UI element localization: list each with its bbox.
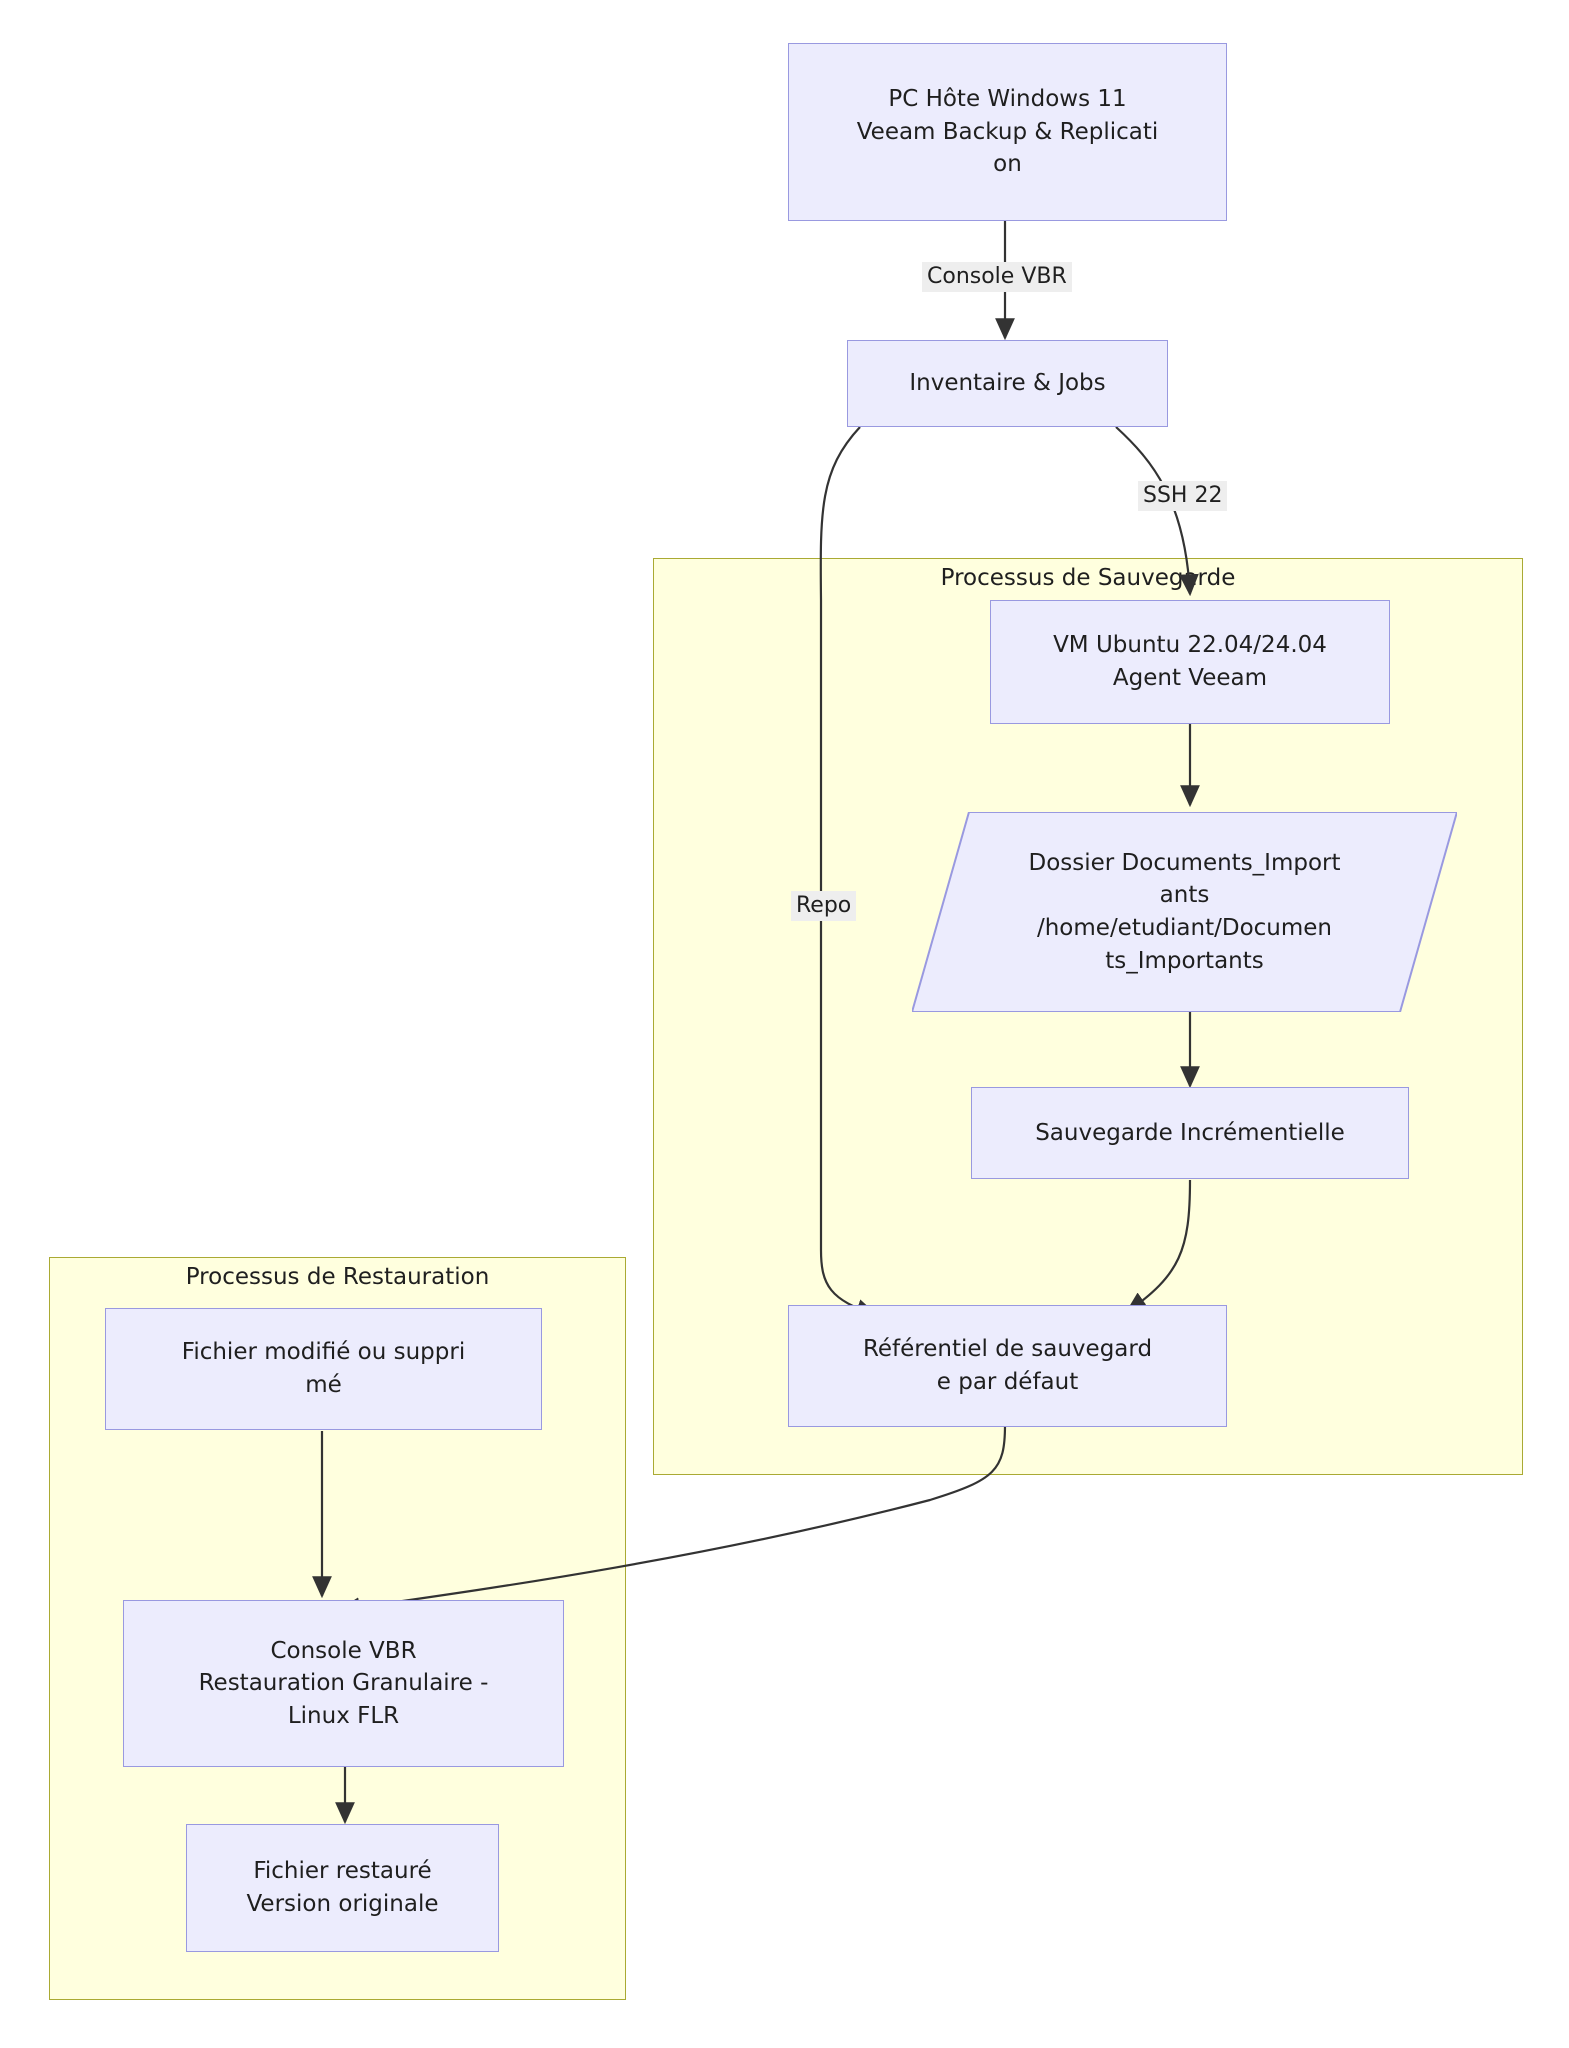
node-label: Dossier Documents_Import ants /home/etud…: [1028, 847, 1340, 978]
node-line: /home/etudiant/Documen: [1036, 915, 1332, 941]
node-console-vbr-restauration-granulaire[interactable]: Console VBR Restauration Granulaire - Li…: [123, 1600, 564, 1767]
node-label: Fichier modifié ou suppri mé: [106, 1336, 541, 1401]
node-line: Fichier modifié ou suppri: [181, 1339, 466, 1366]
node-line: Dossier Documents_Import: [1028, 849, 1341, 876]
edge-label-ssh-22: SSH 22: [1138, 481, 1228, 512]
node-line: PC Hôte Windows 11: [888, 86, 1127, 113]
node-line: ants: [1159, 882, 1210, 909]
cluster-title-sauvegarde: Processus de Sauvegarde: [940, 565, 1236, 591]
node-line: e par défaut: [936, 1369, 1079, 1395]
node-label: VM Ubuntu 22.04/24.04 Agent Veeam: [991, 629, 1389, 694]
node-line: Linux FLR: [287, 1702, 400, 1729]
node-line: Restauration Granulaire -: [198, 1670, 489, 1697]
node-label: PC Hôte Windows 11 Veeam Backup & Replic…: [789, 83, 1226, 181]
node-line: on: [993, 151, 1022, 178]
parallelogram-shape: [912, 812, 1457, 1012]
node-pc-hote-windows-11[interactable]: PC Hôte Windows 11 Veeam Backup & Replic…: [788, 43, 1227, 221]
node-line: Sauvegarde Incrémentielle: [1035, 1119, 1345, 1146]
node-fichier-modifie-ou-supprime[interactable]: Fichier modifié ou suppri mé: [105, 1308, 542, 1430]
node-label: Sauvegarde Incrémentielle: [972, 1117, 1408, 1150]
node-label: Référentiel de sauvegard e par défaut: [789, 1333, 1226, 1398]
node-label-wrap: Dossier Documents_Import ants /home/etud…: [912, 812, 1457, 1012]
node-referentiel-de-sauvegarde-par-defaut[interactable]: Référentiel de sauvegard e par défaut: [788, 1305, 1227, 1427]
edge-label-console-vbr: Console VBR: [922, 262, 1072, 293]
node-line: Référentiel de sauvegard: [862, 1336, 1153, 1363]
node-line: VM Ubuntu 22.04/24.04: [1053, 632, 1327, 659]
node-vm-ubuntu-agent-veeam[interactable]: VM Ubuntu 22.04/24.04 Agent Veeam: [990, 600, 1390, 724]
node-line: ts_Importants: [1105, 947, 1264, 974]
cluster-title-restauration: Processus de Restauration: [185, 1264, 490, 1290]
node-line: Version originale: [246, 1891, 439, 1917]
node-line: Veeam Backup & Replicati: [856, 118, 1159, 145]
edge-label-repo: Repo: [791, 891, 857, 922]
node-label: Fichier restauré Version originale: [187, 1855, 498, 1920]
node-inventaire-jobs[interactable]: Inventaire & Jobs: [847, 340, 1168, 427]
node-label: Console VBR Restauration Granulaire - Li…: [124, 1635, 563, 1733]
node-line: mé: [305, 1372, 342, 1398]
node-sauvegarde-incrementielle[interactable]: Sauvegarde Incrémentielle: [971, 1087, 1409, 1179]
node-line: Inventaire & Jobs: [909, 370, 1106, 397]
node-label: Inventaire & Jobs: [848, 367, 1167, 400]
node-line: Console VBR: [270, 1637, 417, 1664]
node-line: Agent Veeam: [1112, 665, 1268, 691]
node-fichier-restaure-version-originale[interactable]: Fichier restauré Version originale: [186, 1824, 499, 1952]
node-dossier-documents-importants[interactable]: Dossier Documents_Import ants /home/etud…: [912, 812, 1457, 1012]
node-line: Fichier restauré: [253, 1858, 432, 1885]
